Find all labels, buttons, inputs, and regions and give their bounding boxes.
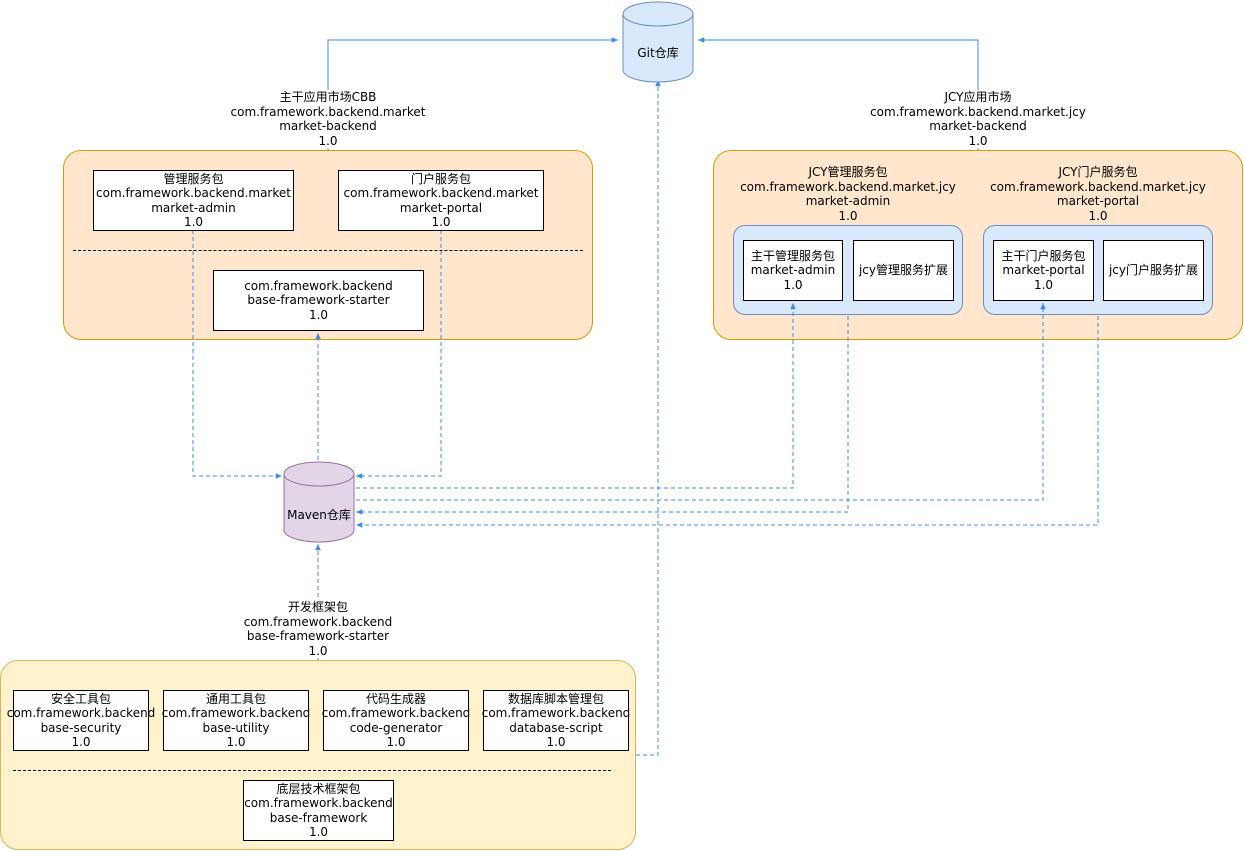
main-market-divider [73, 250, 583, 251]
code-generator-package[interactable]: 代码生成器 com.framework.backend code-generat… [321, 690, 471, 751]
framework-title: 开发框架包 com.framework.backend base-framewo… [218, 600, 418, 658]
framework-starter-dependency[interactable]: com.framework.backend base-framework-sta… [213, 270, 424, 331]
jcy-portal-extension[interactable]: jcy门户服务扩展 [1103, 240, 1204, 301]
security-tool-package[interactable]: 安全工具包 com.framework.backend base-securit… [6, 690, 156, 751]
main-market-title: 主干应用市场CBB com.framework.backend.market m… [228, 90, 428, 148]
git-repo-cylinder [622, 1, 694, 83]
jcy-admin-group-title: JCY管理服务包 com.framework.backend.market.jc… [740, 165, 956, 223]
main-admin-service-package[interactable]: 主干管理服务包 market-admin 1.0 [743, 240, 843, 301]
jcy-market-title: JCY应用市场 com.framework.backend.market.jcy… [868, 90, 1088, 148]
admin-service-package[interactable]: 管理服务包 com.framework.backend.market marke… [93, 170, 294, 231]
edge-framework-to-git [636, 80, 661, 756]
edge-jcy-portal-ext-to-maven [356, 316, 1099, 528]
utility-tool-package[interactable]: 通用工具包 com.framework.backend base-utility… [161, 690, 311, 751]
jcy-admin-extension[interactable]: jcy管理服务扩展 [853, 240, 954, 301]
edge-admin-to-maven [192, 230, 282, 479]
main-portal-service-package[interactable]: 主干门户服务包 market-portal 1.0 [993, 240, 1094, 301]
edge-jcy-admin-ext-to-maven [356, 316, 849, 515]
portal-service-package[interactable]: 门户服务包 com.framework.backend.market marke… [338, 170, 544, 231]
base-framework-package[interactable]: 底层技术框架包 com.framework.backend base-frame… [243, 780, 394, 841]
edge-portal-to-maven [356, 230, 442, 479]
git-repo-label: Git仓库 [637, 46, 679, 60]
edge-maven-to-main-portal [356, 303, 1046, 501]
jcy-portal-group-title: JCY门户服务包 com.framework.backend.market.jc… [990, 165, 1206, 223]
maven-repo-cylinder [283, 461, 355, 543]
edge-maven-to-main-admin [356, 303, 796, 489]
maven-repo-label: Maven仓库 [287, 508, 351, 522]
database-script-package[interactable]: 数据库脚本管理包 com.framework.backend database-… [481, 690, 631, 751]
framework-divider [13, 770, 611, 771]
